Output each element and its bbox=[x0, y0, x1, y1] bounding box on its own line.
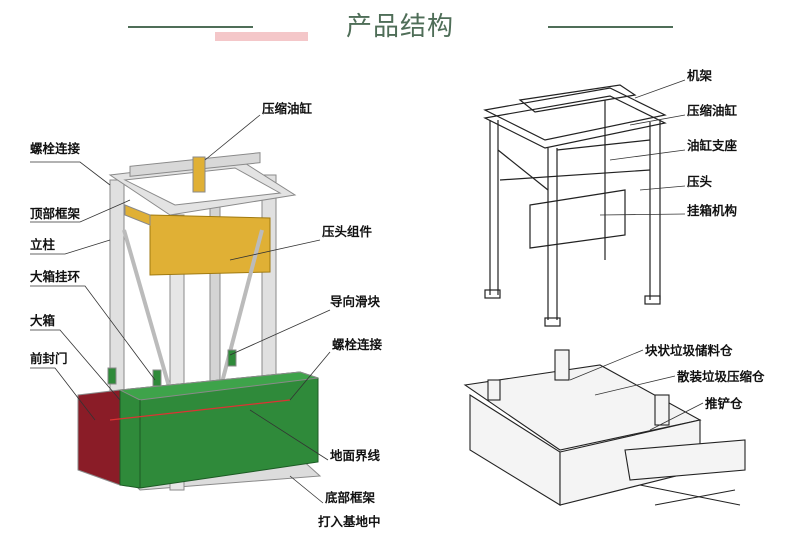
label-box-ring: 大箱挂环 bbox=[30, 269, 81, 284]
page-title: 产品结构 bbox=[345, 12, 454, 42]
label-bulk-bin: 块状垃圾储料仓 bbox=[645, 343, 733, 358]
right-top-machine bbox=[483, 84, 667, 327]
left-machine bbox=[77, 152, 322, 491]
title-line-right bbox=[548, 26, 673, 28]
right-top-leader-lines bbox=[599, 79, 686, 216]
label-big-box: 大箱 bbox=[30, 313, 56, 328]
label-top-frame: 顶部框架 bbox=[30, 206, 81, 221]
front-door bbox=[77, 389, 121, 486]
label-bolt-side: 螺栓连接 bbox=[332, 337, 383, 352]
label-ground-line: 地面界线 bbox=[330, 448, 381, 463]
press-head-top bbox=[529, 189, 626, 249]
label-guide-slider: 导向滑块 bbox=[330, 294, 381, 309]
label-embed: 打入基地中 bbox=[318, 514, 381, 529]
left-leader-lines bbox=[30, 114, 331, 504]
press-head bbox=[149, 214, 271, 276]
label-hook-mech: 挂箱机构 bbox=[687, 203, 738, 218]
label-rt-cylinder: 压缩油缸 bbox=[687, 103, 738, 118]
label-rack: 机架 bbox=[687, 68, 713, 83]
label-column: 立柱 bbox=[30, 237, 56, 252]
title-highlight bbox=[215, 32, 308, 41]
label-push-bin: 推铲仓 bbox=[705, 396, 743, 411]
label-rt-press-head: 压头 bbox=[687, 174, 713, 189]
right-bottom-machine bbox=[463, 349, 746, 506]
title-line-left bbox=[128, 26, 253, 28]
label-cylinder-seat: 油缸支座 bbox=[687, 138, 738, 153]
label-front-door: 前封门 bbox=[30, 351, 68, 366]
right-bottom-leader-lines bbox=[569, 349, 704, 431]
label-cylinder: 压缩油缸 bbox=[262, 101, 313, 116]
label-bottom-frame: 底部框架 bbox=[325, 490, 376, 505]
label-compress-bin: 散装垃圾压缩仓 bbox=[677, 369, 765, 384]
label-press-head: 压头组件 bbox=[322, 224, 373, 239]
cylinder bbox=[192, 156, 206, 193]
label-bolt-top: 螺栓连接 bbox=[30, 141, 81, 156]
